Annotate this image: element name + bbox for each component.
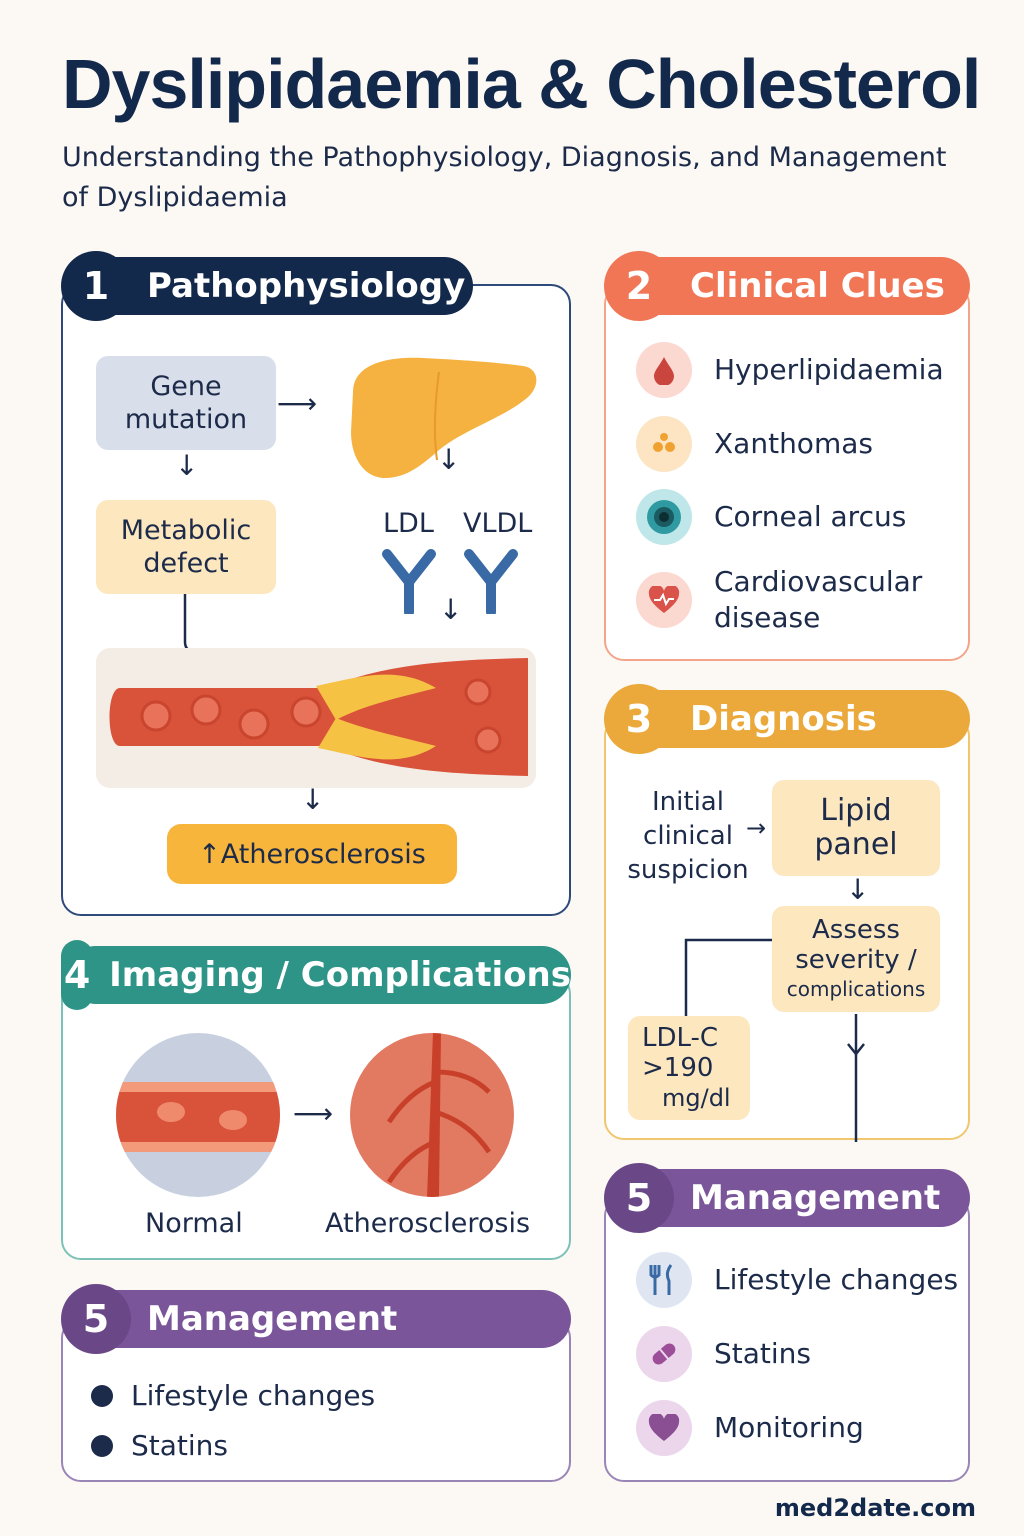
management-left-header: 5 Management <box>61 1284 571 1354</box>
normal-label: Normal <box>145 1208 243 1239</box>
section-number: 2 <box>604 251 674 321</box>
assess-line-1: Assess <box>812 915 900 945</box>
ldl-c-line-2: >190 <box>642 1053 714 1083</box>
ldl-c-box: LDL-C >190 mg/dl <box>628 1016 750 1120</box>
gene-to-liver-arrow: ⟶ <box>277 387 318 420</box>
pill-icon <box>636 1326 692 1382</box>
pathophysiology-header: 1 Pathophysiology <box>61 251 473 321</box>
liver-down-arrow: ↓ <box>437 443 461 476</box>
eye-icon <box>636 489 692 545</box>
fork-knife-icon <box>91 1385 113 1407</box>
management-item: Statins <box>636 1326 811 1382</box>
clue-item: Corneal arcus <box>636 489 906 545</box>
management-item: Monitoring <box>636 1400 864 1456</box>
heart-icon <box>636 1400 692 1456</box>
management-item: Statins <box>91 1428 228 1464</box>
management-right-header: 5 Management <box>604 1163 970 1233</box>
assess-line-3: complications <box>786 977 926 1001</box>
normal-artery-icon <box>116 1033 280 1197</box>
artery-down-arrow: ↓ <box>301 783 325 816</box>
ldl-label: LDL <box>383 508 434 539</box>
imaging-header: 4 Imaging / Complications <box>61 940 571 1010</box>
ldl-c-line-1: LDL-C <box>642 1023 719 1053</box>
clue-item: Hyperlipidaemia <box>636 342 944 398</box>
ldl-c-line-3: mg/dl <box>662 1084 731 1112</box>
section-number: 5 <box>604 1163 674 1233</box>
section-number: 5 <box>61 1284 131 1354</box>
pill-icon <box>91 1435 113 1457</box>
lipoprotein-icon <box>382 549 518 614</box>
section-title: Management <box>147 1299 398 1339</box>
diagnosis-card: Initial clinical suspicion → Lipid panel… <box>604 716 970 1142</box>
section-title: Clinical Clues <box>690 266 945 306</box>
atherosclerosis-vessel-icon <box>350 1033 514 1197</box>
assess-line-2: severity / <box>795 945 917 975</box>
atherosclerosis-outcome-box: ↑Atherosclerosis <box>167 824 457 884</box>
liver-icon <box>351 357 537 478</box>
assess-severity-box: Assess severity / complications <box>772 906 940 1012</box>
clue-item: Cardiovascular disease <box>636 564 944 636</box>
metabolic-defect-box: Metabolic defect <box>96 500 276 594</box>
atherosclerosis-label: Atherosclerosis <box>325 1208 531 1239</box>
section-title: Pathophysiology <box>147 266 466 306</box>
section-title: Diagnosis <box>690 699 877 739</box>
section-title: Management <box>690 1178 941 1218</box>
diagnosis-connector <box>684 938 865 1142</box>
artery-plaque-icon <box>96 648 536 788</box>
panel-down-arrow: ↓ <box>846 873 870 906</box>
vldl-label: VLDL <box>463 508 533 539</box>
blood-drop-icon <box>636 342 692 398</box>
imaging-card: ⟶ Normal Atherosclerosis <box>61 974 571 1260</box>
management-right-card: Lifestyle changes Statins Monitoring <box>604 1196 970 1482</box>
section-number: 3 <box>604 684 674 754</box>
normal-to-athero-arrow: ⟶ <box>293 1097 334 1130</box>
section-title: Imaging / Complications <box>109 955 571 995</box>
pathophysiology-card: Gene mutation ⟶ ↓ ↓ Metabolic defect LDL… <box>61 284 571 916</box>
heart-icon <box>636 572 692 628</box>
suspicion-to-panel-arrow: → <box>746 814 767 842</box>
clue-item: Xanthomas <box>636 416 873 472</box>
page-title: Dyslipidaemia & Cholesterol <box>62 45 981 123</box>
management-item: Lifestyle changes <box>636 1252 958 1308</box>
site-footer: med2date.com <box>774 1494 976 1522</box>
gene-mutation-box: Gene mutation <box>96 356 276 450</box>
diagnosis-header: 3 Diagnosis <box>604 684 970 754</box>
fork-knife-icon <box>636 1252 692 1308</box>
lipid-panel-box: Lipid panel <box>772 780 940 876</box>
lipoprotein-down-arrow: ↓ <box>439 593 463 626</box>
xanthoma-dots-icon <box>636 416 692 472</box>
section-number: 4 <box>61 940 94 1010</box>
clinical-clues-card: Hyperlipidaemia Xanthomas Corneal arcus … <box>604 284 970 661</box>
page-subtitle: Understanding the Pathophysiology, Diagn… <box>62 142 947 213</box>
initial-suspicion-text: Initial clinical suspicion <box>627 787 749 885</box>
management-item: Lifestyle changes <box>91 1378 375 1414</box>
clinical-clues-header: 2 Clinical Clues <box>604 251 970 321</box>
gene-down-arrow: ↓ <box>175 449 199 482</box>
section-number: 1 <box>61 251 131 321</box>
